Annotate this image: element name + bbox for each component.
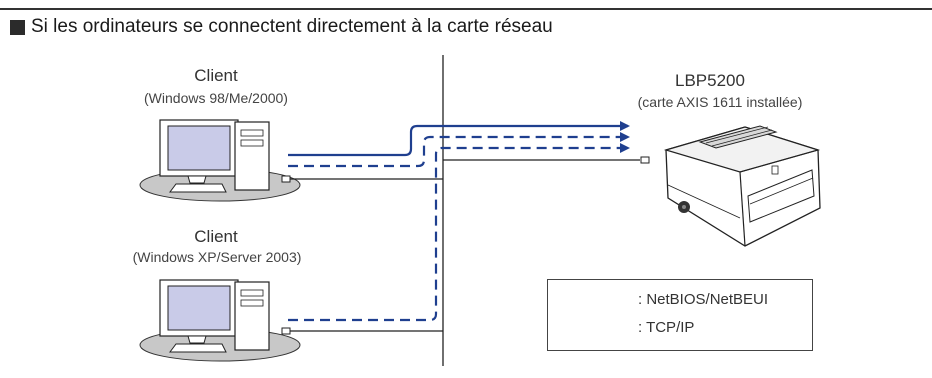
printer-model: LBP5200 <box>675 71 745 90</box>
bullet-square-icon <box>10 19 25 35</box>
client1-title: Client <box>194 66 238 85</box>
computer-icon <box>139 279 301 362</box>
legend-netbios-label: : NetBIOS/NetBEUI <box>638 291 769 308</box>
computer-icon <box>139 119 301 202</box>
printer-card: (carte AXIS 1611 installée) <box>637 94 803 110</box>
top-rule <box>0 8 932 10</box>
legend-box <box>547 279 813 351</box>
section-heading: Si les ordinateurs se connectent directe… <box>10 16 553 38</box>
client2-title: Client <box>194 227 238 246</box>
printer-icon <box>663 125 821 247</box>
client1-os: (Windows 98/Me/2000) <box>144 90 288 106</box>
heading-text: Si les ordinateurs se connectent directe… <box>31 16 553 37</box>
legend-tcpip-label: : TCP/IP <box>638 319 695 336</box>
client2-os: (Windows XP/Server 2003) <box>132 249 302 265</box>
